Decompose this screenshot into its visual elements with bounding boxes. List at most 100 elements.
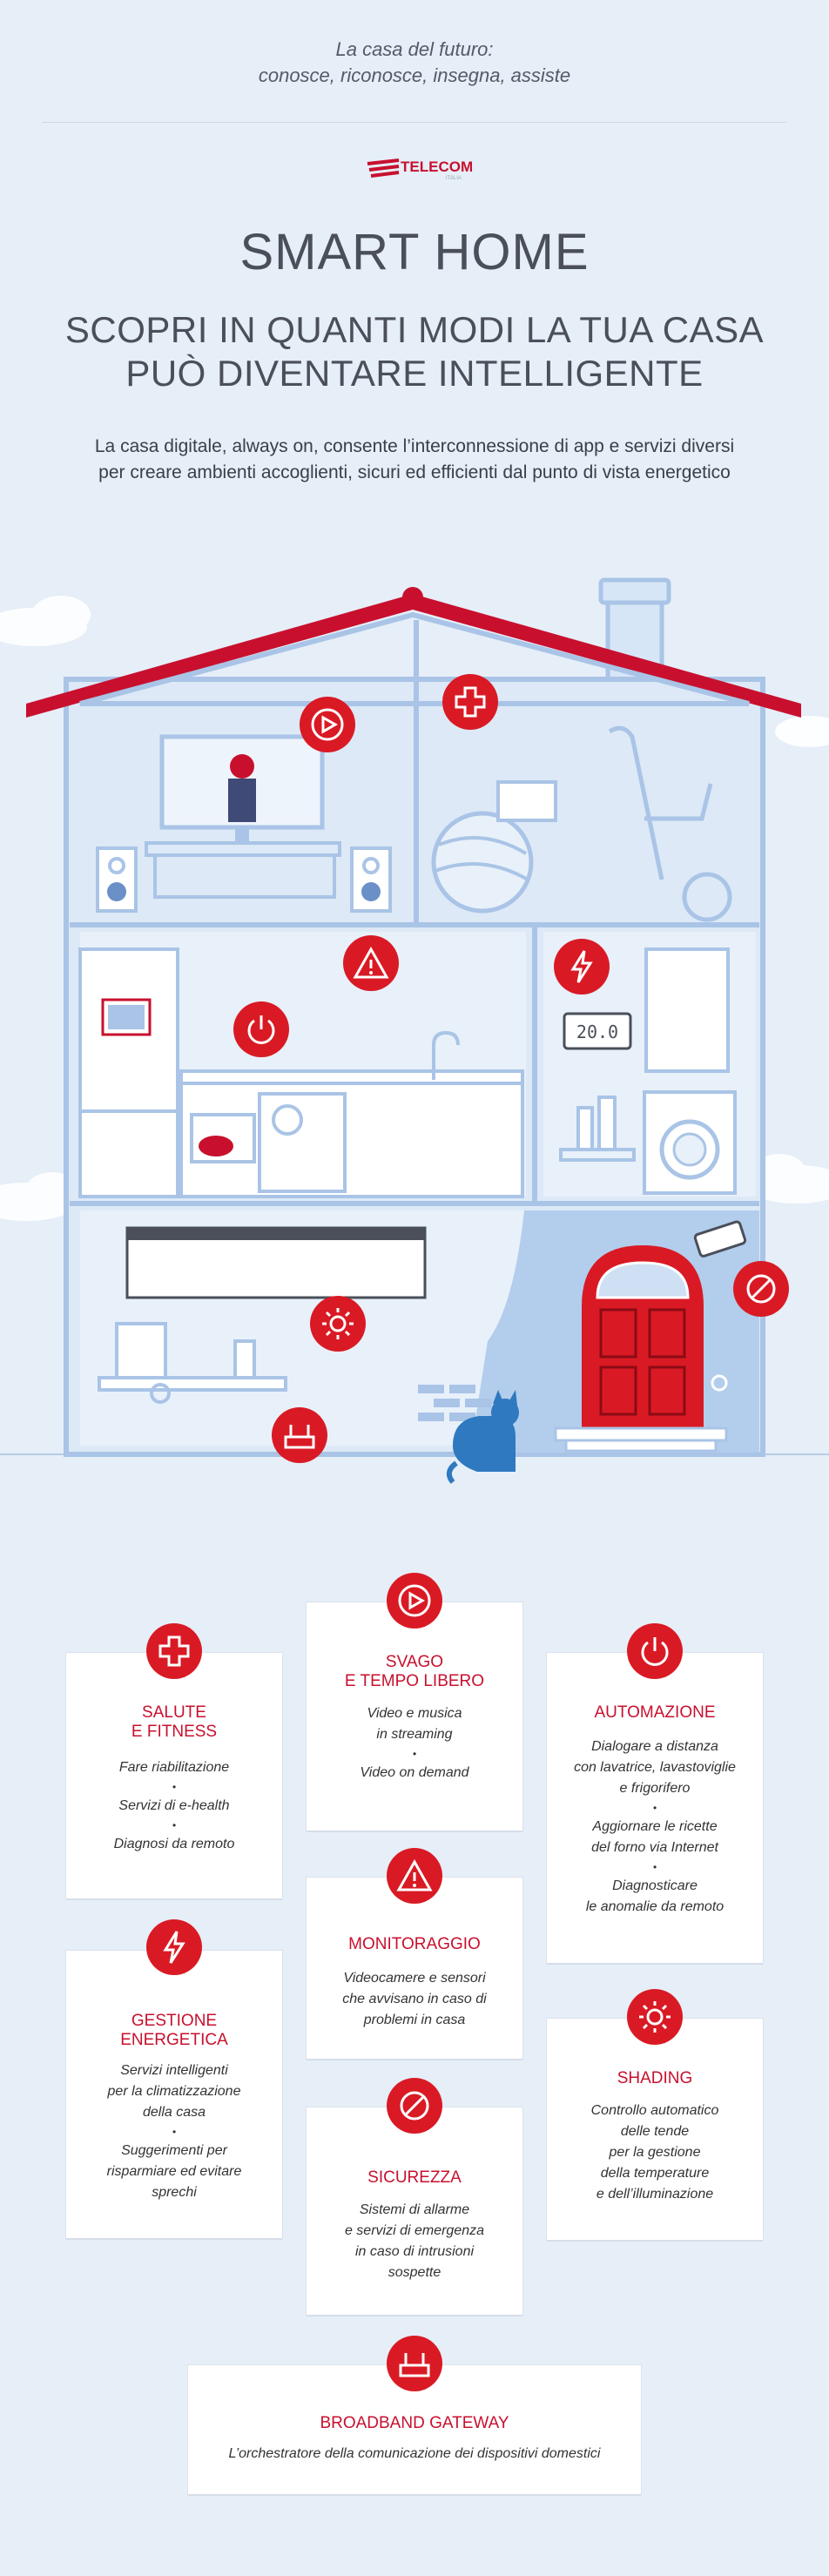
card-gestione-title-line1: GESTIONE — [131, 2012, 218, 2030]
card-broadband-title: BROADBAND GATEWAY — [320, 2414, 509, 2432]
router-icon — [284, 1425, 315, 1449]
subtitle-line1: SCOPRI IN QUANTI MODI LA TUA CASA — [64, 309, 765, 350]
card-automazione: AUTOMAZIONE Dialogare a distanza con lav… — [547, 1653, 763, 1963]
card-monitoraggio-item: Videocamere e sensori — [343, 1971, 486, 1986]
card-salute-title-line2: E FITNESS — [131, 1723, 218, 1741]
card-shading-badge — [627, 1989, 683, 2045]
card-svago-item: Video on demand — [360, 1765, 469, 1780]
card-automazione-item: e frigorifero — [619, 1781, 691, 1796]
house-health-badge[interactable] — [442, 674, 498, 730]
sun-icon — [322, 1308, 354, 1339]
cat-icon — [446, 1390, 519, 1484]
card-svago-title-line2: E TEMPO LIBERO — [344, 1672, 485, 1690]
power-icon — [641, 1637, 669, 1666]
card-salute: SALUTE E FITNESS Fare riabilitazione • S… — [66, 1653, 282, 1898]
card-automazione-item: Dialogare a distanza — [591, 1739, 718, 1754]
card-monitoraggio-item: che avvisano in caso di — [342, 1992, 487, 2006]
subtitle-line2: PUÒ DIVENTARE INTELLIGENTE — [125, 353, 704, 394]
card-shading-item: delle tende — [620, 2124, 690, 2139]
card-svago: SVAGO E TEMPO LIBERO Video e musica in s… — [307, 1602, 522, 1831]
card-automazione-item: Diagnosticare — [612, 1878, 698, 1893]
card-salute-title: SALUTE E FITNESS — [66, 1703, 282, 1742]
divider — [42, 122, 787, 123]
bullet: • — [652, 1802, 657, 1814]
card-shading-title: SHADING — [617, 2069, 693, 2087]
card-svago-title-line1: SVAGO — [385, 1653, 444, 1671]
card-salute-title-line1: SALUTE — [142, 1703, 206, 1722]
lightning-icon — [163, 1931, 185, 1964]
card-monitoraggio-badge — [387, 1848, 442, 1904]
house-sun-badge[interactable] — [310, 1296, 366, 1352]
card-sicurezza-item: Sistemi di allarme — [359, 2202, 470, 2217]
card-shading-item: della temperature — [600, 2166, 710, 2181]
bullet: • — [172, 1819, 177, 1831]
play-icon — [398, 1584, 431, 1617]
cloud-icon — [0, 596, 829, 1221]
card-svago-badge — [387, 1573, 442, 1629]
warning-icon — [353, 946, 389, 979]
intro-text: La casa digitale, always on, consente l’… — [0, 434, 829, 486]
play-icon — [311, 708, 344, 741]
card-svago-item: in streaming — [376, 1727, 453, 1742]
card-gestione-item: Suggerimenti per — [121, 2143, 227, 2158]
router-icon — [399, 2353, 430, 2377]
card-salute-item: Fare riabilitazione — [118, 1760, 230, 1775]
warning-icon — [396, 1858, 433, 1892]
card-shading-item: e dell’illuminazione — [596, 2187, 714, 2202]
bullet: • — [172, 1781, 177, 1793]
card-sicurezza-title: SICUREZZA — [367, 2168, 462, 2187]
intro-line2: per creare ambienti accoglienti, sicuri … — [98, 462, 731, 482]
card-gestione-item: sprechi — [152, 2185, 197, 2200]
card-gestione-body: Servizi intelligenti per la climatizzazi… — [66, 2060, 282, 2203]
card-automazione-body: Dialogare a distanza con lavatrice, lava… — [547, 1736, 763, 1918]
tagline: La casa del futuro: conosce, riconosce, … — [0, 37, 829, 89]
card-svago-item: Video e musica — [367, 1706, 462, 1721]
card-svago-title: SVAGO E TEMPO LIBERO — [307, 1653, 522, 1691]
card-sicurezza: SICUREZZA Sistemi di allarme e servizi d… — [307, 2107, 522, 2315]
house-warning-badge[interactable] — [343, 935, 399, 991]
card-automazione-badge — [627, 1623, 683, 1679]
card-automazione-item: le anomalie da remoto — [585, 1899, 725, 1914]
card-sicurezza-badge — [387, 2078, 442, 2134]
card-gestione-item: della casa — [142, 2105, 206, 2120]
card-automazione-item: con lavatrice, lavastoviglie — [574, 1760, 736, 1775]
card-sicurezza-body: Sistemi di allarme e servizi di emergenz… — [307, 2200, 522, 2283]
house-energy-badge[interactable] — [554, 939, 610, 995]
card-shading-body: Controllo automatico delle tende per la … — [547, 2101, 763, 2205]
card-gestione-item: risparmiare ed evitare — [106, 2164, 242, 2179]
card-salute-item: Servizi di e-health — [118, 1798, 230, 1813]
lightning-icon — [570, 950, 593, 983]
card-monitoraggio-title: MONITORAGGIO — [348, 1935, 481, 1953]
house-illustration: 20.0 — [0, 577, 829, 1484]
card-monitoraggio-body: Videocamere e sensori che avvisano in ca… — [307, 1968, 522, 2031]
card-sicurezza-item: sospette — [388, 2265, 441, 2280]
tagline-line1: La casa del futuro: — [335, 38, 494, 60]
card-automazione-title: AUTOMAZIONE — [594, 1703, 716, 1722]
card-svago-body: Video e musica in streaming • Video on d… — [307, 1703, 522, 1784]
card-salute-badge — [146, 1623, 202, 1679]
tagline-line2: conosce, riconosce, insegna, assiste — [258, 64, 571, 86]
card-salute-item: Diagnosi da remoto — [113, 1837, 235, 1851]
card-broadband-badge — [387, 2336, 442, 2391]
house-prohibited-badge[interactable] — [733, 1261, 789, 1317]
bullet: • — [652, 1861, 657, 1873]
card-gestione-badge — [146, 1919, 202, 1975]
house-play-badge[interactable] — [300, 697, 355, 752]
card-monitoraggio: MONITORAGGIO Videocamere e sensori che a… — [307, 1878, 522, 2059]
card-gestione: GESTIONE ENERGETICA Servizi intelligenti… — [66, 1951, 282, 2238]
card-shading-item: Controllo automatico — [590, 2103, 719, 2118]
house-router-badge[interactable] — [272, 1407, 327, 1463]
card-gestione-title-line2: ENERGETICA — [120, 2031, 228, 2049]
intro-line1: La casa digitale, always on, consente l’… — [94, 436, 735, 456]
plus-icon — [455, 686, 486, 718]
page-subtitle: SCOPRI IN QUANTI MODI LA TUA CASA PUÒ DI… — [0, 308, 829, 395]
thermostat-display: 20.0 — [576, 1022, 618, 1042]
page-title: SMART HOME — [239, 224, 590, 280]
telecom-logo: TELECOM ITALIA — [366, 157, 479, 185]
card-gestione-item: Servizi intelligenti — [120, 2063, 228, 2078]
card-monitoraggio-item: problemi in casa — [363, 2013, 466, 2027]
prohibited-icon — [746, 1274, 776, 1304]
logo-sub: ITALIA — [446, 176, 462, 181]
house-power-badge[interactable] — [233, 1001, 289, 1057]
logo-text: TELECOM — [401, 158, 474, 175]
